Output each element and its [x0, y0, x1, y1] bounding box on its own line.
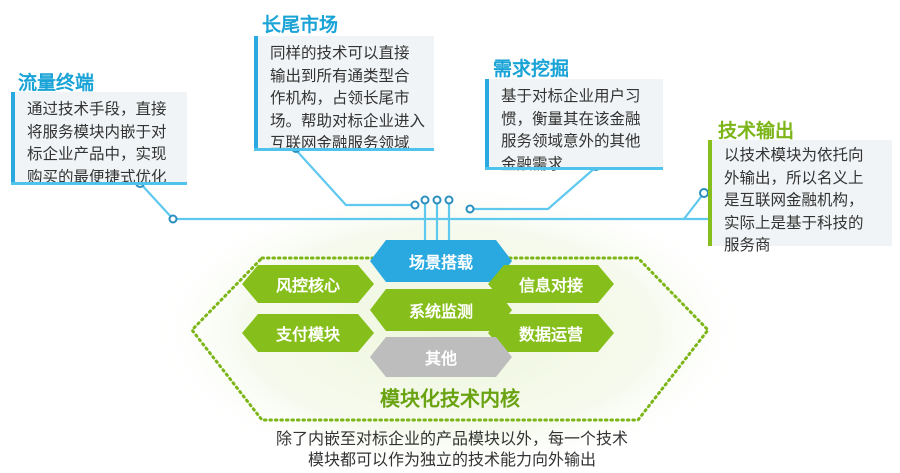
callout-line: 作机构，占领长尾市 [270, 89, 410, 107]
callout-underline [11, 182, 187, 185]
module-data-ops-hex[interactable] [488, 314, 614, 352]
core-title: 模块化技术内核 [380, 386, 520, 411]
callout-line: 互联网金融服务领域 [270, 134, 410, 152]
callout-line: 购买的最便捷式优化 [27, 167, 167, 186]
callout-underline [254, 148, 434, 151]
callout-line: 服务领域意外的其他 [501, 132, 641, 150]
module-data-ops-label: 数据运营 [518, 325, 584, 344]
module-info-docking-label: 信息对接 [518, 276, 584, 295]
callout-line: 实际上是基于科技的 [724, 213, 864, 232]
module-risk-control-label: 风控核心 [275, 276, 341, 295]
bottom-description-line: 除了内嵌至对标企业的产品模块以外，每一个技术 [275, 429, 629, 448]
module-other-hex[interactable] [370, 337, 512, 377]
callout-line: 输出到所有通类型合 [270, 66, 410, 85]
core-hexagon-outline [190, 256, 710, 422]
callout-long-tail-title: 长尾市场 [262, 14, 339, 36]
callout-long-tail-box: 同样的技术可以直接 输出到所有通类型合 作机构，占领长尾市 场。帮助对标企业进入… [254, 36, 434, 152]
module-info-docking-hex[interactable] [488, 265, 614, 303]
bottom-description: 除了内嵌至对标企业的产品模块以外，每一个技术 模块都可以作为独立的技术能力向外输… [276, 428, 628, 470]
callout-line: 场。帮助对标企业进入 [270, 111, 426, 130]
module-scenario-label: 场景搭载 [408, 253, 474, 272]
bottom-description-line: 模块都可以作为独立的技术能力向外输出 [307, 450, 597, 469]
callout-traffic-terminal-title: 流量终端 [18, 72, 95, 94]
callout-traffic-terminal-box: 通过技术手段，直接 将服务模块内嵌于对 标企业产品中，实现 购买的最便捷式优化 [11, 92, 187, 186]
callout-line: 同样的技术可以直接 [270, 44, 410, 62]
module-payment-label: 支付模块 [275, 325, 341, 344]
callout-demand-mining-box: 基于对标企业用户习 惯，衡量其在该金融 服务领域意外的其他 金融需求 [485, 79, 663, 173]
callout-line: 惯，衡量其在该金融 [501, 109, 641, 128]
callout-line: 服务商 [724, 236, 771, 254]
callout-line: 金融需求 [501, 154, 564, 173]
callout-line: 基于对标企业用户习 [501, 87, 641, 105]
callout-line: 以技术模块为依托向 [724, 146, 864, 164]
callout-line: 标企业产品中，实现 [27, 145, 167, 163]
callout-underline [485, 167, 663, 170]
callout-tech-export-box: 以技术模块为依托向 外输出，所以名义上 是互联网金融机构， 实际上是基于科技的 … [708, 140, 892, 254]
module-system-monitor-hex[interactable] [370, 289, 512, 331]
module-system-monitor-label: 系统监测 [408, 302, 474, 321]
module-other-label: 其他 [424, 349, 458, 368]
module-payment-hex[interactable] [242, 314, 374, 352]
callout-line: 是互联网金融机构， [724, 191, 864, 209]
module-risk-control-hex[interactable] [242, 265, 374, 303]
callout-tech-export-title: 技术输出 [718, 120, 795, 142]
connector-lines [139, 149, 730, 240]
callout-line: 外输出，所以名义上 [724, 168, 864, 187]
callout-line: 将服务模块内嵌于对 [27, 122, 167, 141]
module-scenario-hex[interactable] [370, 240, 512, 282]
callout-demand-mining-title: 需求挖掘 [493, 58, 570, 80]
callout-line: 通过技术手段，直接 [27, 100, 167, 118]
